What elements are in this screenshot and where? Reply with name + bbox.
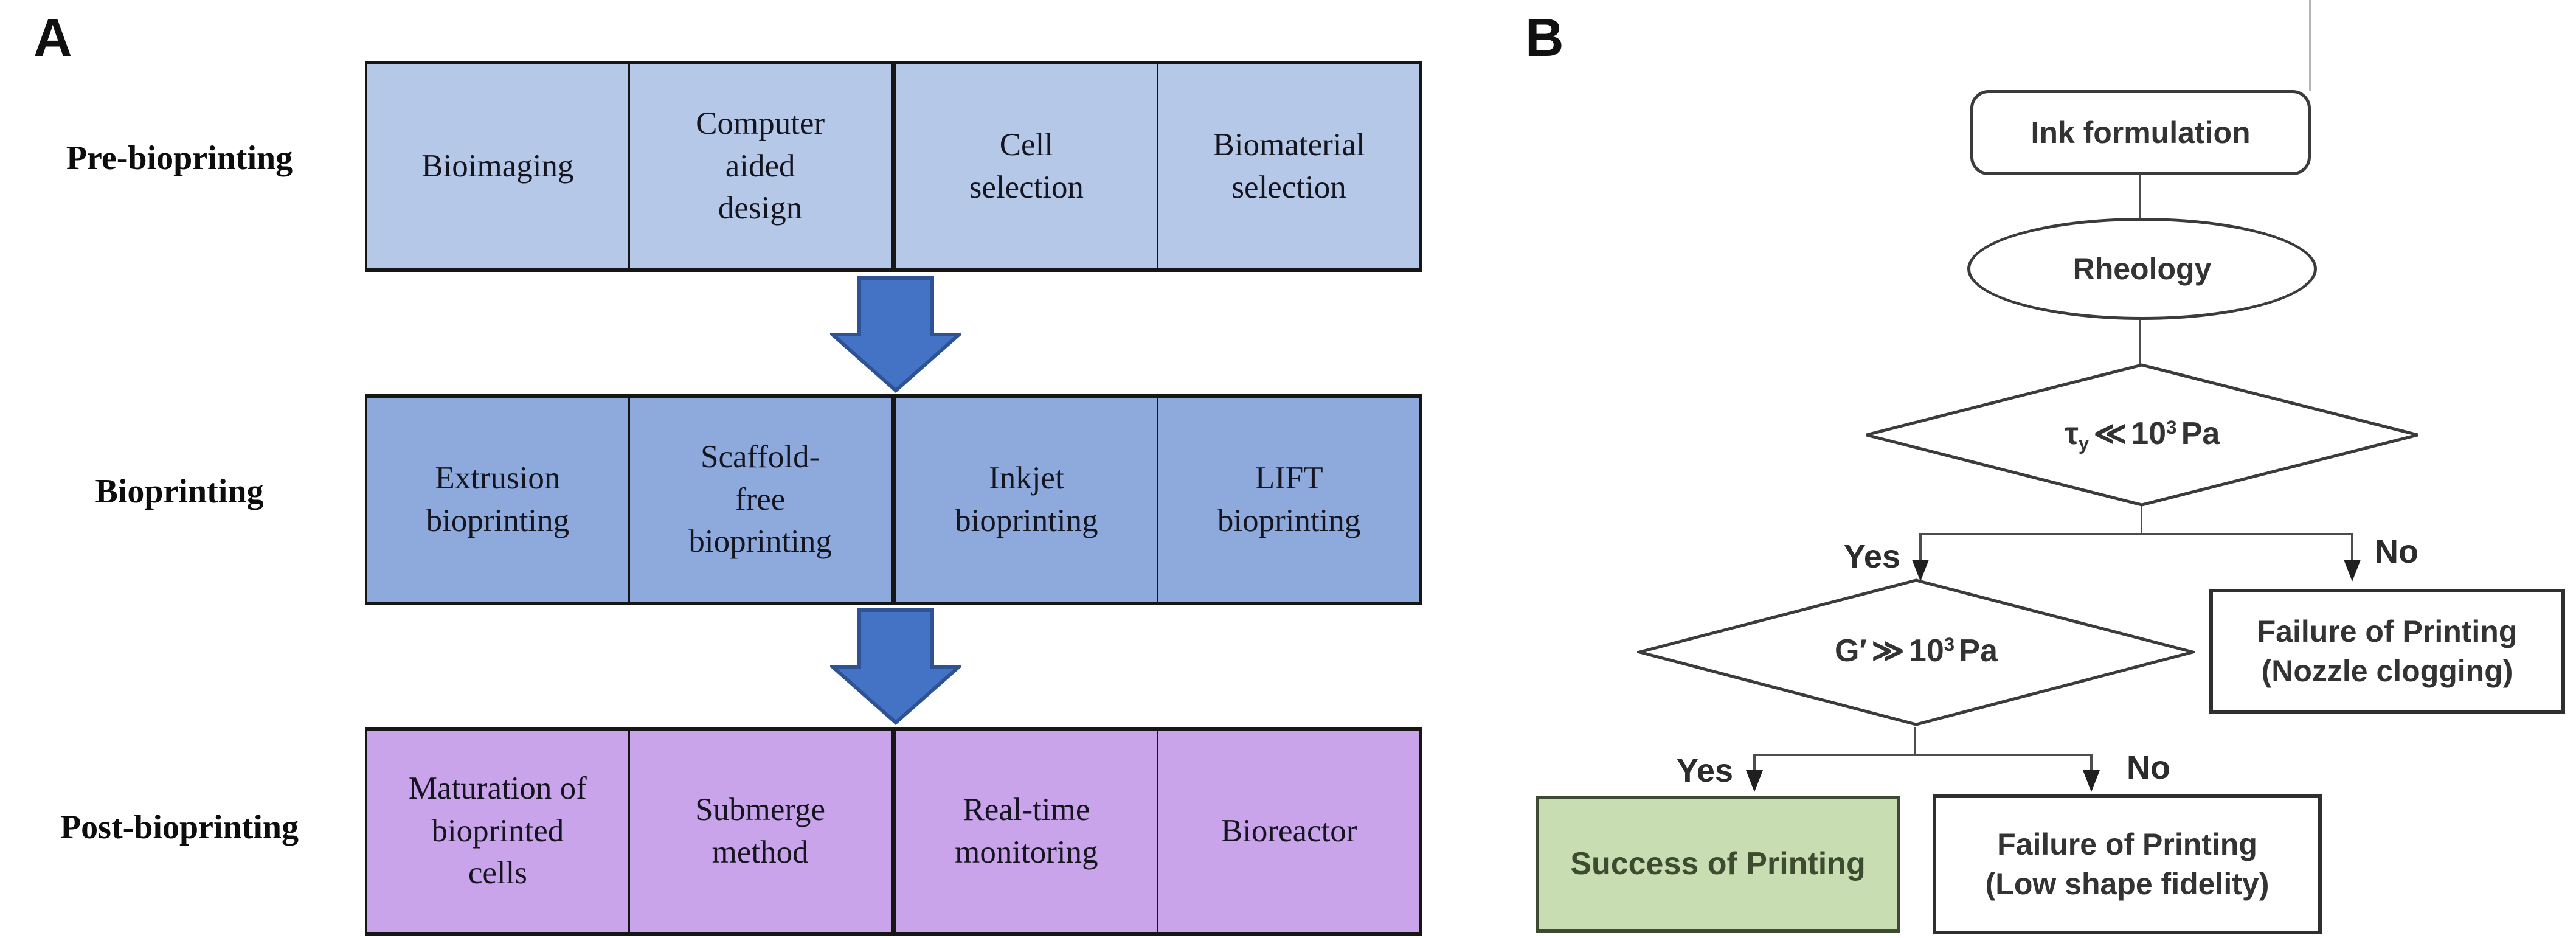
branch2-horizontal (1754, 754, 2092, 756)
success-of-printing-text: Success of Printing (1570, 846, 1866, 882)
cell-scaffold-free-bioprinting: Scaffold- free bioprinting (628, 398, 891, 602)
ink-formulation-label: Ink formulation (2031, 115, 2251, 150)
diamond-shape (1637, 578, 2195, 726)
failure-fidelity-line2: (Low shape fidelity) (1985, 867, 2270, 901)
failure-fidelity-line1: Failure of Printing (1997, 827, 2257, 861)
branch1-horizontal (1920, 533, 2353, 535)
cell-computer-aided-design: Computer aided design (628, 64, 891, 268)
branch2-no-label: No (2127, 749, 2170, 786)
success-of-printing-box: Success of Printing (1536, 796, 1900, 933)
pre-bioprinting-row: Bioimaging Computer aided design Cell se… (365, 61, 1422, 272)
cell-cell-selection: Cell selection (890, 64, 1157, 268)
failure-low-shape-fidelity-box: Failure of Printing (Low shape fidelity) (1933, 794, 2322, 934)
down-block-arrow-icon (830, 276, 961, 394)
cell-extrusion-bioprinting: Extrusion bioprinting (426, 460, 570, 538)
rheology-label: Rheology (2072, 251, 2212, 286)
branch2-stem (1914, 727, 1916, 755)
branch1-no-drop (2351, 533, 2353, 562)
failure-fidelity-text: Failure of Printing (Low shape fidelity) (1986, 825, 2270, 904)
stage-label-pre-bioprinting: Pre-bioprinting (66, 139, 293, 177)
panel-b-letter: B (1525, 7, 1564, 68)
arrowhead-down-icon (1912, 560, 1929, 582)
branch1-no-label: No (2375, 533, 2418, 570)
branch2-yes-drop (1753, 754, 1756, 772)
branch1-yes-drop (1919, 533, 1922, 562)
failure-nozzle-line2: (Nozzle clogging) (2261, 653, 2513, 688)
stage-label-bioprinting: Bioprinting (95, 473, 264, 510)
failure-nozzle-line1: Failure of Printing (2257, 614, 2518, 648)
cell-biomaterial-selection: Biomaterial selection (1157, 64, 1419, 268)
cell-lift-bioprinting: LIFT bioprinting (1157, 398, 1419, 602)
node-rheology: Rheology (1967, 218, 2317, 320)
cropped-connector-line (2309, 0, 2311, 91)
panel-a-letter: A (33, 7, 72, 68)
cell-inkjet-bioprinting: Inkjet bioprinting (890, 398, 1157, 602)
cell-bioimaging: Bioimaging (421, 148, 574, 184)
cell-maturation-of-bioprinted-cells: Maturation of bioprinted cells (408, 770, 587, 891)
down-block-arrow-icon (830, 608, 961, 726)
stage-label-post-bioprinting: Post-bioprinting (60, 808, 299, 846)
branch2-no-drop (2090, 754, 2093, 772)
failure-nozzle-clogging-box: Failure of Printing (Nozzle clogging) (2209, 589, 2565, 714)
post-bioprinting-row: Maturation of bioprinted cells Submerge … (365, 727, 1422, 936)
failure-nozzle-text: Failure of Printing (Nozzle clogging) (2257, 612, 2518, 691)
node-ink-formulation: Ink formulation (1970, 90, 2311, 175)
arrowhead-down-icon (1746, 770, 1763, 792)
arrowhead-down-icon (2344, 560, 2361, 582)
cell-real-time-monitoring: Real-time monitoring (890, 731, 1157, 932)
cell-bioreactor: Bioreactor (1157, 731, 1419, 932)
connector-ink-to-rheology (2139, 175, 2141, 219)
bioprinting-row: Extrusion bioprinting Scaffold- free bio… (365, 394, 1422, 605)
connector-rheology-to-tau (2139, 320, 2141, 364)
cell-submerge-method: Submerge method (628, 731, 891, 932)
arrowhead-down-icon (2083, 770, 2100, 792)
branch1-stem (2141, 506, 2142, 534)
branch2-yes-label: Yes (1676, 752, 1733, 789)
branch1-yes-label: Yes (1843, 538, 1900, 575)
diamond-shape (1866, 363, 2418, 507)
